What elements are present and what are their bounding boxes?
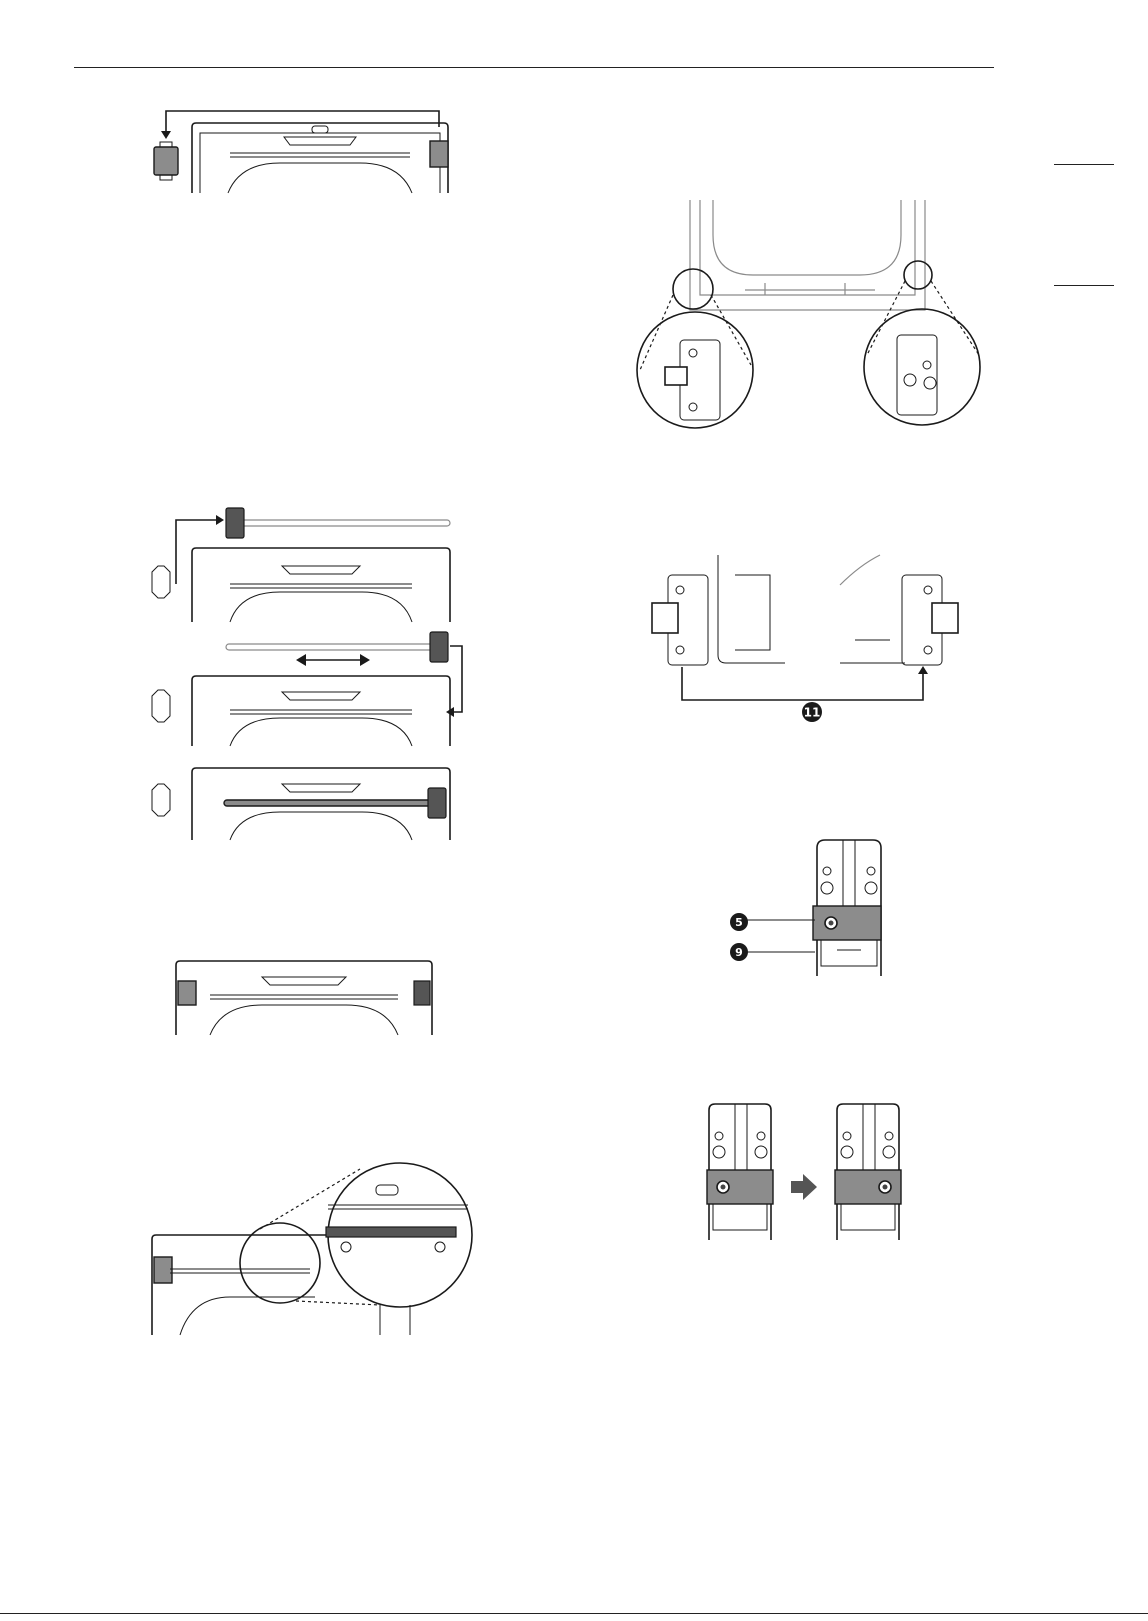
part-9-label: 9 [735, 946, 743, 959]
figure-hinge-move-left [130, 105, 460, 200]
figure-hinge-swap: 11 [640, 555, 980, 735]
side-tab-rule-bottom [1054, 285, 1114, 286]
step-11-label: 11 [804, 706, 821, 720]
part-5-label: 5 [735, 916, 743, 929]
side-tab-rule-top [1054, 164, 1114, 165]
figure-bolt-relocate [705, 1100, 915, 1245]
figure-assembled-bar [170, 955, 440, 1037]
figure-bottom-detail [635, 195, 985, 435]
figure-bar-attachment-detail [150, 1165, 480, 1340]
arrow-right-icon [791, 1174, 817, 1200]
top-rule [74, 67, 994, 68]
bottom-rule [0, 1613, 1148, 1614]
figure-bar-insertion [140, 500, 470, 845]
figure-hinge-parts: 5 9 [725, 838, 895, 983]
